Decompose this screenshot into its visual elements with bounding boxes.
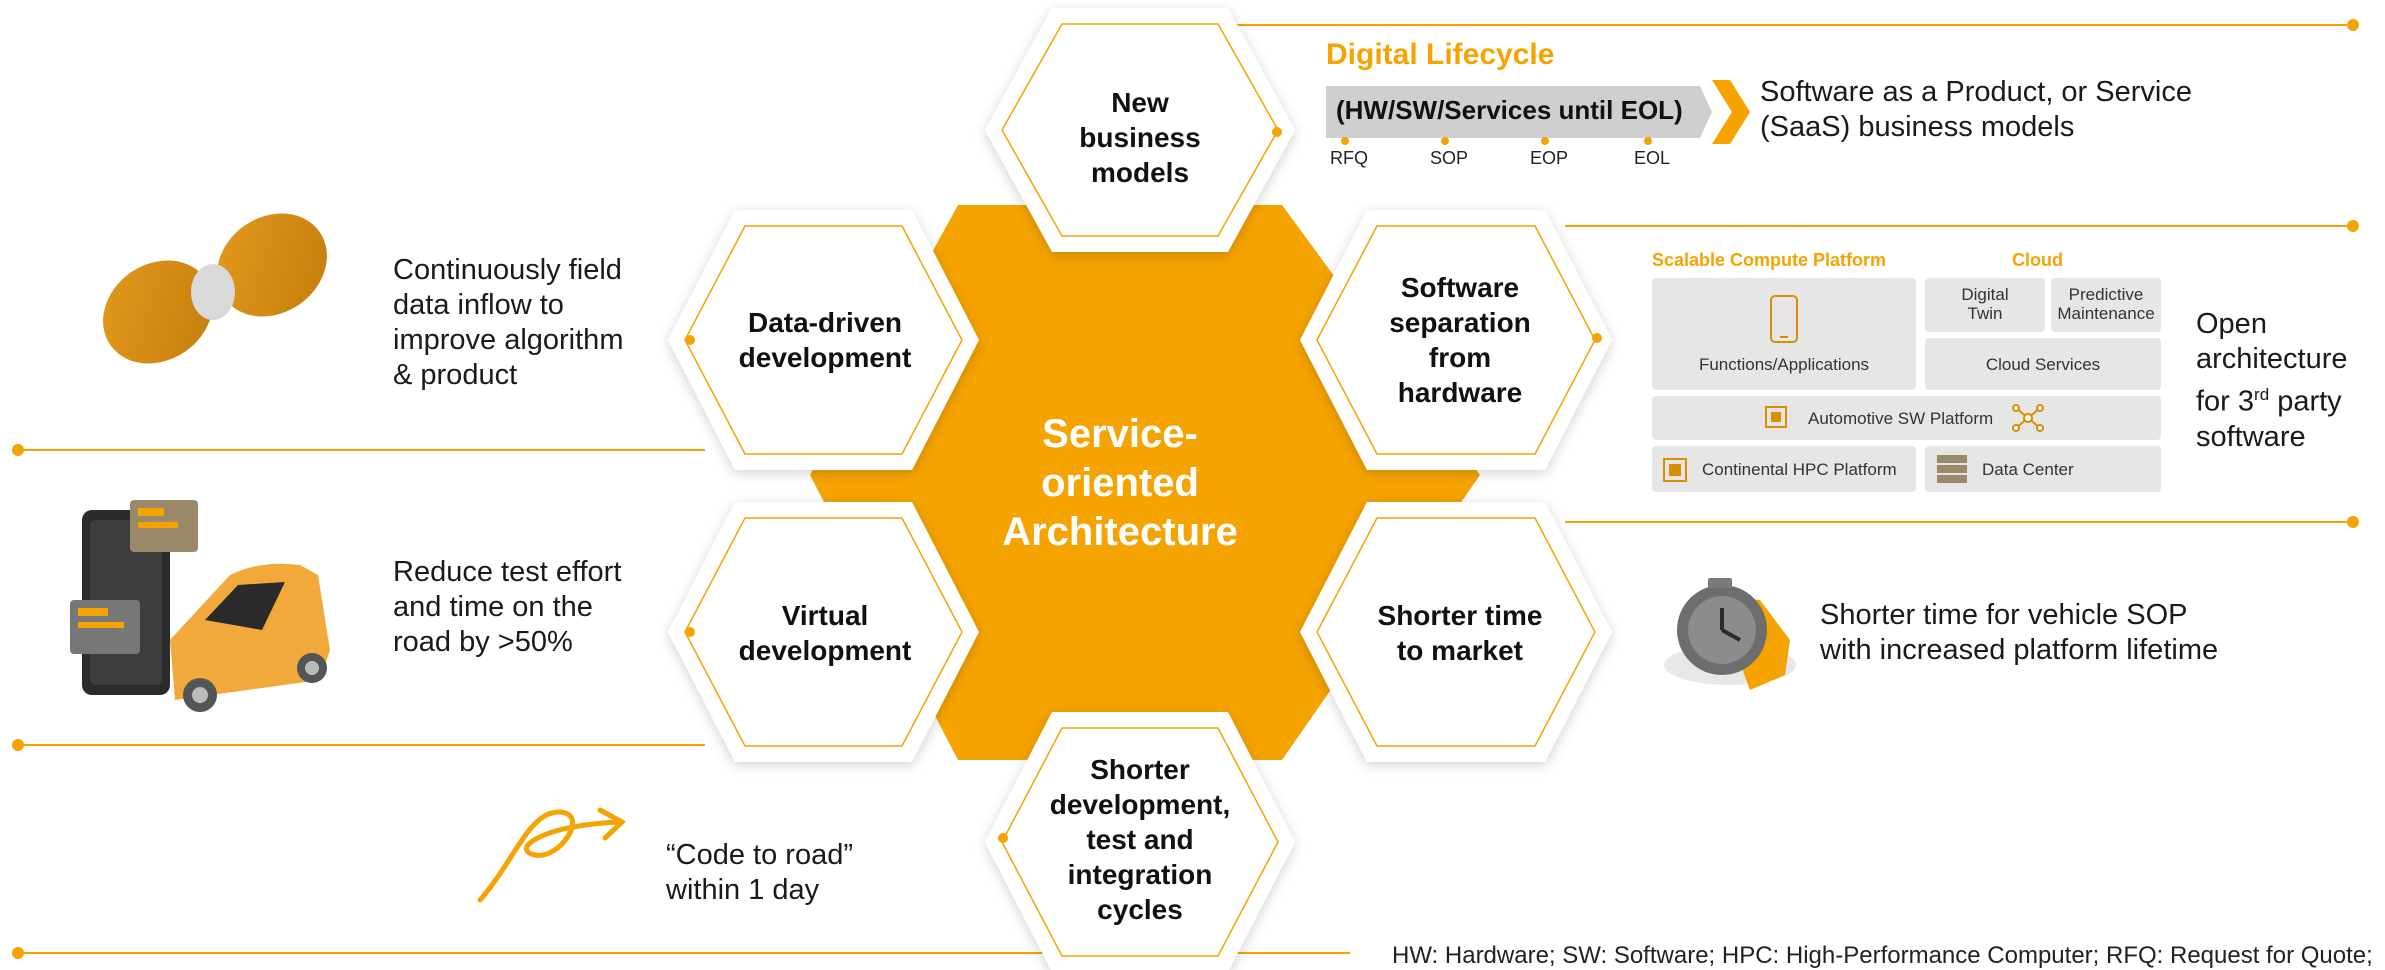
scalable-compute-title: Scalable Compute Platform xyxy=(1652,250,1887,270)
hex-label-line: integration xyxy=(1067,859,1213,890)
hex-label-line: Virtual xyxy=(781,600,869,631)
small-line: Predictive xyxy=(2068,285,2144,304)
hex-label-line: Shorter time xyxy=(1377,600,1543,631)
hex-label-line: to market xyxy=(1396,635,1524,666)
network-icon xyxy=(2012,404,2044,432)
hex-label-line: Data-driven xyxy=(747,307,903,338)
hex-data-driven-label: Data-driven development xyxy=(715,305,935,375)
car-dashboard-icon xyxy=(70,500,330,712)
milestone-sop: SOP xyxy=(1430,148,1469,168)
lifecycle-result: Software as a Product, or Service (SaaS)… xyxy=(1760,75,2192,145)
footnote: HW: Hardware; SW: Software; HPC: High-Pe… xyxy=(1392,942,2373,969)
benefit-virtual: Reduce test effort and time on the road … xyxy=(393,555,621,660)
platform-boxes xyxy=(1652,278,2161,492)
clock-icon xyxy=(1664,578,1796,690)
benefit-line: (SaaS) business models xyxy=(1760,111,2075,143)
benefit-line-part: party xyxy=(2269,385,2342,418)
hex-shorter-dev xyxy=(985,712,1295,970)
small-line: Twin xyxy=(1967,304,2003,323)
benefit-line: Shorter time for vehicle SOP xyxy=(1820,599,2188,631)
small-line: Digital xyxy=(1961,285,2009,304)
hex-label-line: development xyxy=(738,342,912,373)
phone-icon xyxy=(1770,295,1798,343)
lifecycle-bar xyxy=(1326,80,1750,144)
connector-lines xyxy=(12,19,2359,959)
benefit-line: improve algorithm xyxy=(393,324,624,356)
cloud-title: Cloud xyxy=(2012,250,2063,270)
cloud-services-label: Cloud Services xyxy=(1985,355,2101,374)
benefit-line: software xyxy=(2196,420,2306,453)
hex-label-line: Shorter xyxy=(1090,754,1190,785)
lifecycle-title: Digital Lifecycle xyxy=(1326,38,1555,71)
hex-label-line: separation xyxy=(1389,307,1531,338)
hex-label-line: from xyxy=(1428,342,1492,373)
benefit-time-to-market: Shorter time for vehicle SOP with increa… xyxy=(1820,598,2218,668)
benefit-line: for 3rd party xyxy=(2196,377,2348,420)
small-line: Maintenance xyxy=(2057,304,2155,323)
benefit-line: with increased platform lifetime xyxy=(1820,634,2219,666)
server-icon xyxy=(1937,455,1967,483)
center-line-3: Architecture xyxy=(1002,510,1238,554)
code-to-road-icon xyxy=(477,807,627,903)
benefit-line: architecture xyxy=(2196,343,2348,375)
hex-software-separation-label: Software separation from hardware xyxy=(1355,270,1565,410)
hex-label-line: development, xyxy=(1049,789,1231,820)
milestone-rfq: RFQ xyxy=(1330,148,1368,168)
predictive-label: Predictive Maintenance xyxy=(2051,285,2161,323)
benefit-line: Continuously field xyxy=(393,254,622,286)
benefit-line-part: for 3 xyxy=(2196,385,2255,418)
hex-shorter-ttm-label: Shorter time to market xyxy=(1350,598,1570,668)
benefit-line: Reduce test effort xyxy=(393,556,622,588)
propeller-icon xyxy=(103,213,327,364)
benefit-line: and time on the xyxy=(393,591,593,623)
digital-twin-label: Digital Twin xyxy=(1925,285,2045,323)
hex-virtual-label: Virtual development xyxy=(715,598,935,668)
center-line-2: oriented xyxy=(1041,461,1199,505)
hex-label-line: New xyxy=(1111,87,1169,118)
hex-label-line: test and xyxy=(1086,824,1194,855)
hex-data-driven xyxy=(668,210,979,470)
hex-label-line: hardware xyxy=(1397,377,1523,408)
hex-label-line: Software xyxy=(1400,272,1520,303)
lifecycle-bar-label: (HW/SW/Services until EOL) xyxy=(1336,95,1683,125)
milestone-eol: EOL xyxy=(1634,148,1671,168)
center-line-1: Service- xyxy=(1042,412,1198,456)
hex-label-line: models xyxy=(1090,157,1190,188)
benefit-data-driven: Continuously field data inflow to improv… xyxy=(393,253,623,393)
hex-label-line: cycles xyxy=(1097,894,1183,925)
superscript: rd xyxy=(2254,385,2270,404)
center-title: Service- oriented Architecture xyxy=(940,410,1300,557)
benefit-line: & product xyxy=(393,359,518,391)
auto-sw-label: Automotive SW Platform xyxy=(1808,409,1994,428)
milestone-eop: EOP xyxy=(1530,148,1569,168)
benefit-line: within 1 day xyxy=(666,874,820,906)
hex-shorter-dev-label: Shorter development, test and integratio… xyxy=(1030,752,1250,927)
benefit-line: road by >50% xyxy=(393,626,573,658)
hex-virtual xyxy=(668,502,979,762)
benefit-open-architecture: Open architecture for 3rd party software xyxy=(2196,307,2348,455)
lifecycle-ticks xyxy=(1341,137,1652,145)
benefit-line: Software as a Product, or Service xyxy=(1760,76,2192,108)
chip-icon xyxy=(1765,406,1787,428)
benefit-line: Open xyxy=(2196,308,2267,340)
hex-label-line: development xyxy=(738,635,912,666)
benefit-line: data inflow to xyxy=(393,289,564,321)
data-center-label: Data Center xyxy=(1982,460,2074,479)
hex-shorter-ttm xyxy=(1300,502,1612,762)
benefit-line: “Code to road” xyxy=(666,839,853,871)
hpc-label: Continental HPC Platform xyxy=(1702,460,1897,479)
hex-new-business-label: New business models xyxy=(1040,85,1240,190)
benefit-code-to-road: “Code to road” within 1 day xyxy=(666,838,853,908)
hpc-chip-icon xyxy=(1663,458,1687,482)
functions-label: Functions/Applications xyxy=(1698,355,1870,374)
hex-label-line: business xyxy=(1079,122,1201,153)
